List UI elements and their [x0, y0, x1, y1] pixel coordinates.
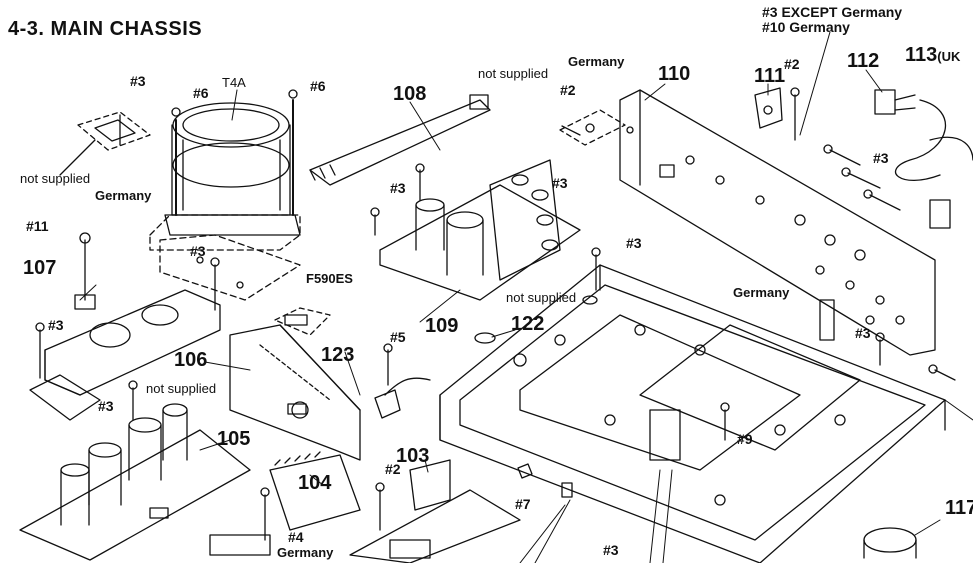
cable-108	[309, 94, 491, 186]
screw-label-3-b: #3	[190, 243, 206, 259]
germany-bracket-top	[559, 109, 626, 146]
pcb-106	[229, 324, 361, 461]
rear-panel-110	[619, 89, 936, 356]
screw-label-2-a: #2	[560, 82, 576, 98]
part-label-106: 106	[174, 349, 208, 371]
note-germany-3: Germany	[733, 285, 790, 300]
part-label-123: 123	[321, 344, 355, 366]
part-117	[863, 527, 917, 559]
screw-label-11: #11	[26, 218, 49, 234]
screw-label-3-c: #3	[48, 317, 64, 333]
screw-label-4: #4	[288, 529, 304, 545]
screw-label-5: #5	[390, 329, 406, 345]
bracket-107	[29, 232, 221, 421]
part-label-112: 112	[847, 50, 880, 72]
note-not-supplied-1: not supplied	[20, 171, 91, 186]
screw-label-3-h: #3	[626, 235, 642, 251]
part-label-111: 111	[754, 65, 786, 87]
main-chassis-frame	[439, 264, 946, 563]
screw-label-7: #7	[515, 496, 531, 512]
part-label-104: 104	[298, 472, 332, 494]
screw-label-9: #9	[737, 431, 753, 447]
note-not-supplied-2: not supplied	[478, 66, 549, 81]
note-germany-4: Germany	[277, 545, 334, 560]
right-screws	[823, 144, 956, 381]
pcb-109	[370, 159, 581, 301]
parts-111-112-113	[754, 87, 973, 229]
pcb-105	[19, 380, 251, 561]
note-not-supplied-4: not supplied	[146, 381, 217, 396]
part-label-113: 113(UK	[905, 45, 960, 65]
part-label-122: 122	[511, 313, 545, 335]
part-label-110: 110	[658, 63, 691, 85]
screw-label-3-d: #3	[98, 398, 114, 414]
part-label-107: 107	[23, 257, 57, 279]
page-title: 4-3. MAIN CHASSIS	[8, 18, 203, 40]
note-germany-1: Germany	[95, 188, 152, 203]
top-left-bracket	[59, 111, 151, 176]
screw-label-3-a: #3	[130, 73, 146, 89]
note-germany-2: Germany	[568, 54, 625, 69]
f590es-part	[274, 307, 331, 336]
screw-label-6-a: #6	[193, 85, 209, 101]
part-label-103: 103	[396, 445, 430, 467]
note-not-supplied-3: not supplied	[506, 290, 577, 305]
screw-label-3-j: #3	[603, 542, 619, 558]
screw-label-6-b: #6	[310, 78, 326, 94]
part-label-109: 109	[425, 315, 459, 337]
part-label-117: 117	[945, 497, 973, 519]
board-103	[209, 459, 521, 563]
label-t4a: T4A	[222, 75, 246, 90]
transformer-t4a	[149, 89, 301, 251]
screw-label-2-c: #2	[385, 461, 401, 477]
small-parts	[374, 247, 730, 498]
transformer-plate	[159, 234, 301, 301]
part-label-108: 108	[393, 83, 427, 105]
screw-label-3-g: #3	[873, 150, 889, 166]
part-label-113-number: 113	[905, 44, 938, 66]
screw-label-2-b: #2	[784, 56, 800, 72]
screw-label-3-i: #3	[855, 325, 871, 341]
label-f590es: F590ES	[306, 271, 353, 286]
header-note-line-1: #3 EXCEPT Germany	[762, 4, 903, 20]
leader-lines	[79, 31, 973, 563]
part-label-105: 105	[217, 428, 251, 450]
header-note-line-2: #10 Germany	[762, 19, 850, 35]
header-note: #3 EXCEPT Germany #10 Germany	[762, 5, 902, 35]
screw-label-3-e: #3	[390, 180, 406, 196]
connector-104	[260, 451, 361, 541]
screw-label-3-f: #3	[552, 175, 568, 191]
part-label-113-suffix: (UK	[937, 49, 961, 64]
